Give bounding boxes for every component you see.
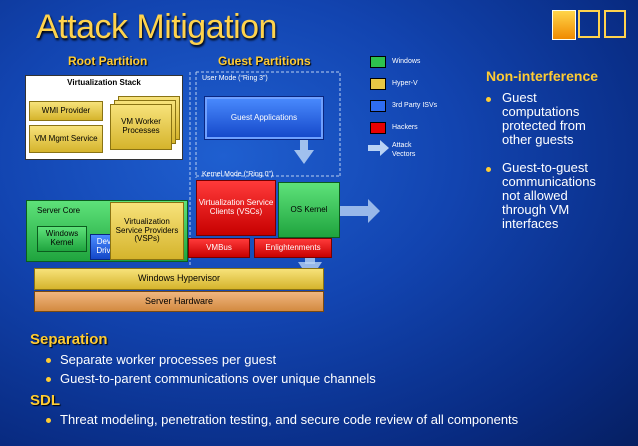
ni-b1-line: Guest xyxy=(502,90,537,105)
bullet-dot-icon xyxy=(486,97,491,102)
non-interference-bullet-2: Guest-to-guest communications not allowe… xyxy=(502,161,596,231)
guest-partitions-header: Guest Partitions xyxy=(218,54,311,68)
guest-applications-box: Guest Applications xyxy=(204,96,324,140)
vmbus-box: VMBus xyxy=(188,238,250,258)
attack-arrow-right-head xyxy=(368,199,380,223)
sdl-heading: SDL xyxy=(30,392,60,409)
deco-square-filled-icon xyxy=(552,10,576,40)
vsc-box: Virtualization Service Clients (VSCs) xyxy=(196,180,276,236)
kernel-mode-label: Kernel Mode (“Ring 0”) xyxy=(202,171,274,178)
legend-label-windows: Windows xyxy=(392,58,421,65)
separation-bullet-1: Separate worker processes per guest xyxy=(60,352,277,367)
non-interference-heading: Non-interference xyxy=(486,68,599,84)
attack-arrow-head-1 xyxy=(294,150,314,164)
ni-b2-line: interfaces xyxy=(502,216,559,231)
slide-title: Attack Mitigation xyxy=(36,8,277,46)
ni-b2-line: Guest-to-guest xyxy=(502,160,588,175)
attack-arrow-right xyxy=(340,206,368,216)
ni-b1-line: other guests xyxy=(502,132,574,147)
ni-b1-line: computations xyxy=(502,104,580,119)
server-hardware-bar: Server Hardware xyxy=(34,291,324,312)
legend-swatch-hyperv xyxy=(370,78,386,90)
ni-b2-line: not allowed xyxy=(502,188,568,203)
legend-arrow-icon xyxy=(368,140,389,156)
legend-swatch-isv xyxy=(370,100,386,112)
bullet-dot-icon xyxy=(46,418,51,423)
windows-hypervisor-bar: Windows Hypervisor xyxy=(34,268,324,290)
legend-label-hyperv: Hyper-V xyxy=(392,80,418,87)
virtualization-stack-label: Virtualization Stack xyxy=(67,78,141,87)
ni-b2-line: communications xyxy=(502,174,596,189)
guest-partition-border xyxy=(196,71,341,178)
deco-square-outline-icon xyxy=(604,10,626,38)
bullet-dot-icon xyxy=(46,377,51,382)
bullet-dot-icon xyxy=(486,167,491,172)
legend-label-hackers: Hackers xyxy=(392,124,418,131)
user-mode-label: User Mode (“Ring 3”) xyxy=(202,75,268,82)
separation-bullet-2: Guest-to-parent communications over uniq… xyxy=(60,371,376,386)
windows-kernel-box: Windows Kernel xyxy=(37,226,87,252)
root-partition-header: Root Partition xyxy=(68,54,148,68)
enlightenments-box: Enlightenments xyxy=(254,238,332,258)
legend-swatch-hackers xyxy=(370,122,386,134)
legend-label-attack-vectors: Attack Vectors xyxy=(392,142,416,158)
os-kernel-box: OS Kernel xyxy=(278,182,340,238)
bullet-dot-icon xyxy=(46,358,51,363)
deco-square-outline-icon xyxy=(578,10,600,38)
vsp-box: Virtualization Service Providers (VSPs) xyxy=(110,202,184,260)
sdl-bullet-1: Threat modeling, penetration testing, an… xyxy=(60,412,519,427)
vm-mgmt-service-box: VM Mgmt Service xyxy=(29,125,103,153)
legend-label-isv: 3rd Party ISVs xyxy=(392,102,438,109)
vm-worker-processes-box: VM Worker Processes xyxy=(110,104,172,150)
wmi-provider-box: WMI Provider xyxy=(29,101,103,121)
non-interference-bullet-1: Guest computations protected from other … xyxy=(502,91,586,147)
ni-b1-line: protected from xyxy=(502,118,586,133)
ni-b2-line: through VM xyxy=(502,202,570,217)
separation-heading: Separation xyxy=(30,331,108,348)
legend-swatch-windows xyxy=(370,56,386,68)
server-core-label: Server Core xyxy=(37,206,81,215)
